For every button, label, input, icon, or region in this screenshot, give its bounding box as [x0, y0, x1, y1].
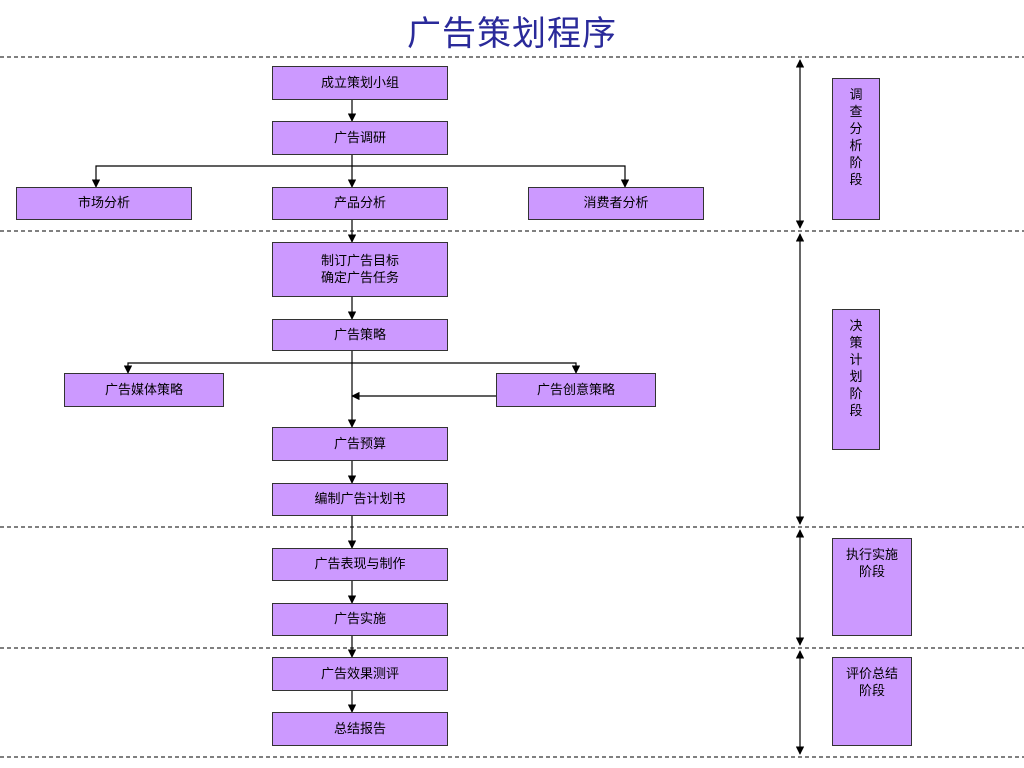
stage-label: 调查分析阶段: [849, 88, 863, 188]
node-label: 广告预算: [333, 436, 386, 452]
node-media-strategy: 广告媒体策略: [64, 373, 224, 407]
diagram-title: 广告策划程序: [407, 14, 617, 54]
node-creative-strategy: 广告创意策略: [496, 373, 656, 407]
node-ad-budget: 广告预算: [272, 427, 448, 461]
node-label: 广告效果测评: [320, 666, 399, 682]
node-product-analysis: 产品分析: [272, 187, 448, 220]
stage-evaluation: 评价总结 阶段: [832, 657, 912, 746]
node-consumer-analysis: 消费者分析: [528, 187, 704, 220]
node-label: 广告媒体策略: [104, 382, 183, 398]
node-label: 编制广告计划书: [314, 492, 406, 507]
node-label: 广告实施: [333, 612, 386, 627]
node-ad-implementation: 广告实施: [272, 603, 448, 636]
node-form-planning-team: 成立策划小组: [272, 66, 448, 100]
node-label: 市场分析: [77, 196, 130, 211]
node-label: 广告策略: [333, 327, 386, 343]
flow-connectors: [91, 100, 630, 713]
stage-research-analysis: 调查分析阶段: [832, 78, 880, 220]
node-compile-ad-plan: 编制广告计划书: [272, 483, 448, 516]
node-summary-report: 总结报告: [272, 712, 448, 746]
branch-n2-n3-n5: [91, 165, 630, 188]
node-label: 广告表现与制作: [314, 557, 406, 572]
node-label: 广告创意策略: [536, 382, 615, 398]
stage-decision-planning: 决策计划阶段: [832, 309, 880, 450]
stage-execution: 执行实施 阶段: [832, 538, 912, 636]
node-market-analysis: 市场分析: [16, 187, 192, 220]
node-label: 总结报告: [333, 721, 386, 737]
node-label: 成立策划小组: [320, 75, 399, 91]
node-set-ad-objectives: 制订广告目标 确定广告任务: [272, 242, 448, 297]
node-label: 产品分析: [333, 196, 386, 211]
node-ad-production: 广告表现与制作: [272, 548, 448, 581]
node-ad-strategy: 广告策略: [272, 319, 448, 351]
node-label: 广告调研: [333, 130, 386, 146]
branch-n7-n8-n9: [123, 362, 581, 374]
node-ad-research: 广告调研: [272, 121, 448, 155]
stage-label: 决策计划阶段: [849, 319, 863, 419]
stage-dividers: [0, 56, 1024, 758]
node-label: 消费者分析: [583, 196, 649, 211]
node-effect-evaluation: 广告效果测评: [272, 657, 448, 691]
node-label: 制订广告目标 确定广告任务: [320, 253, 399, 286]
